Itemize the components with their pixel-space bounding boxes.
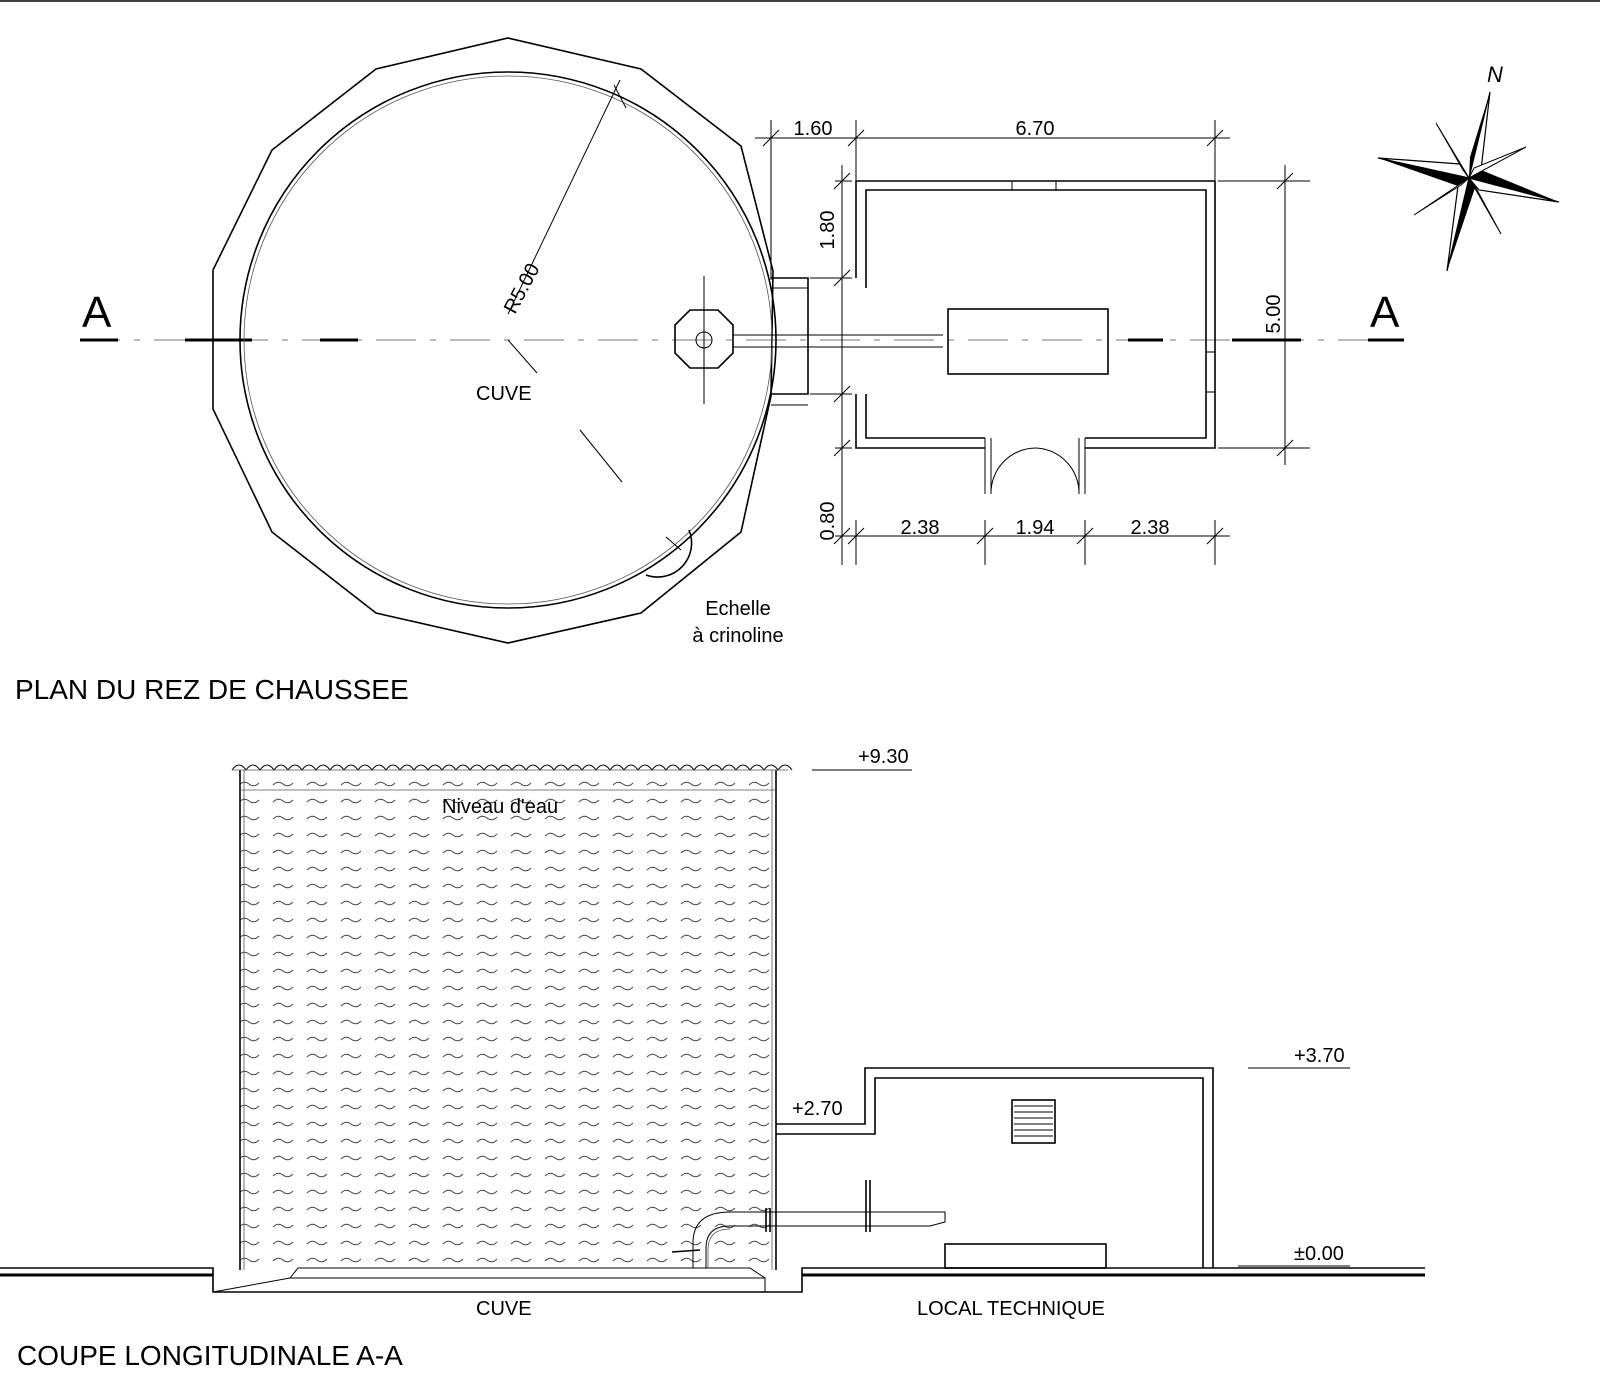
- vent-louvre-icon: [1011, 1099, 1056, 1144]
- pump-equipment: [947, 308, 1109, 375]
- water-surface-wave: [231, 764, 793, 771]
- dimension-right: 5.00: [1218, 165, 1310, 465]
- room-roof-outer: [776, 1067, 1214, 1268]
- tank-wall-outer: [239, 71, 777, 609]
- section-room-label: LOCAL TECHNIQUE: [917, 1298, 1105, 1320]
- tank-wall-inner: [243, 75, 773, 605]
- dim-left-upper: 1.80: [817, 211, 839, 250]
- tank-outer-polygon: [212, 37, 774, 644]
- dimension-bottom: 2.38 1.94 2.38: [842, 517, 1230, 565]
- foundation-slab: [212, 1268, 803, 1293]
- ladder-label-line2: à crinoline: [692, 625, 783, 647]
- section-tank-label: CUVE: [476, 1298, 532, 1320]
- level-marker-connector: +2.70: [792, 1098, 843, 1120]
- dimension-left: 1.80 0.80: [810, 165, 852, 565]
- dim-left-lower: 0.80: [817, 502, 839, 541]
- dimension-top: 1.60 6.70: [755, 118, 1230, 280]
- dim-bottom-right: 2.38: [1131, 517, 1170, 539]
- passage-outline: [771, 277, 809, 395]
- ground-floor-plan: A A R5.00 CUVE Echelle à crinoline: [15, 37, 1560, 705]
- door-swing-left: [990, 447, 1037, 495]
- foundation-top: [289, 1267, 766, 1279]
- pump-base: [944, 1243, 1107, 1269]
- valve-chamber-octagon: [674, 309, 734, 369]
- dim-top-right: 6.70: [1016, 118, 1055, 140]
- section-marker-right: A: [1370, 288, 1400, 337]
- level-marker-room-roof: +3.70: [1248, 1045, 1350, 1069]
- room-window-right: [1205, 351, 1216, 393]
- level-marker-ground: ±0.00: [1238, 1243, 1350, 1267]
- dim-bottom-door: 1.94: [1016, 517, 1055, 539]
- radius-line: [507, 79, 621, 315]
- level-top-label: +9.30: [858, 746, 909, 768]
- radius-tick: [613, 84, 627, 109]
- radius-label: R5.00: [500, 260, 544, 317]
- center-mark: [579, 429, 623, 483]
- level-marker-top: +9.30: [812, 746, 912, 771]
- door-swing-right: [1035, 447, 1080, 495]
- tank-label: CUVE: [476, 383, 532, 405]
- center-mark: [665, 536, 682, 551]
- dim-top-left: 1.60: [794, 118, 833, 140]
- room-outer-wall: [855, 180, 1216, 449]
- north-arrow-icon: N: [1377, 62, 1560, 272]
- water-level-label: Niveau d'eau: [442, 796, 558, 818]
- room-inner-wall: [865, 189, 1207, 439]
- pipe-assembly: [671, 1180, 946, 1268]
- level-connector-label: +2.70: [792, 1098, 843, 1120]
- plan-title: PLAN DU REZ DE CHAUSSEE: [15, 674, 409, 705]
- room-window-top: [1011, 180, 1057, 191]
- dim-bottom-left: 2.38: [901, 517, 940, 539]
- section-marker-left: A: [82, 288, 112, 337]
- dim-right: 5.00: [1263, 295, 1285, 334]
- section-title: COUPE LONGITUDINALE A-A: [17, 1340, 403, 1371]
- ground-outline: [0, 1267, 1425, 1293]
- level-room-roof-label: +3.70: [1294, 1045, 1345, 1067]
- room-roof-inner: [776, 1077, 1204, 1268]
- north-label: N: [1487, 62, 1503, 87]
- water-body: [240, 775, 776, 1269]
- ladder-label-line1: Echelle: [705, 598, 771, 620]
- longitudinal-section: Niveau d'eau: [0, 746, 1425, 1371]
- ladder-cage-arc: [645, 529, 693, 578]
- center-mark: [507, 339, 538, 374]
- level-ground-label: ±0.00: [1294, 1243, 1344, 1265]
